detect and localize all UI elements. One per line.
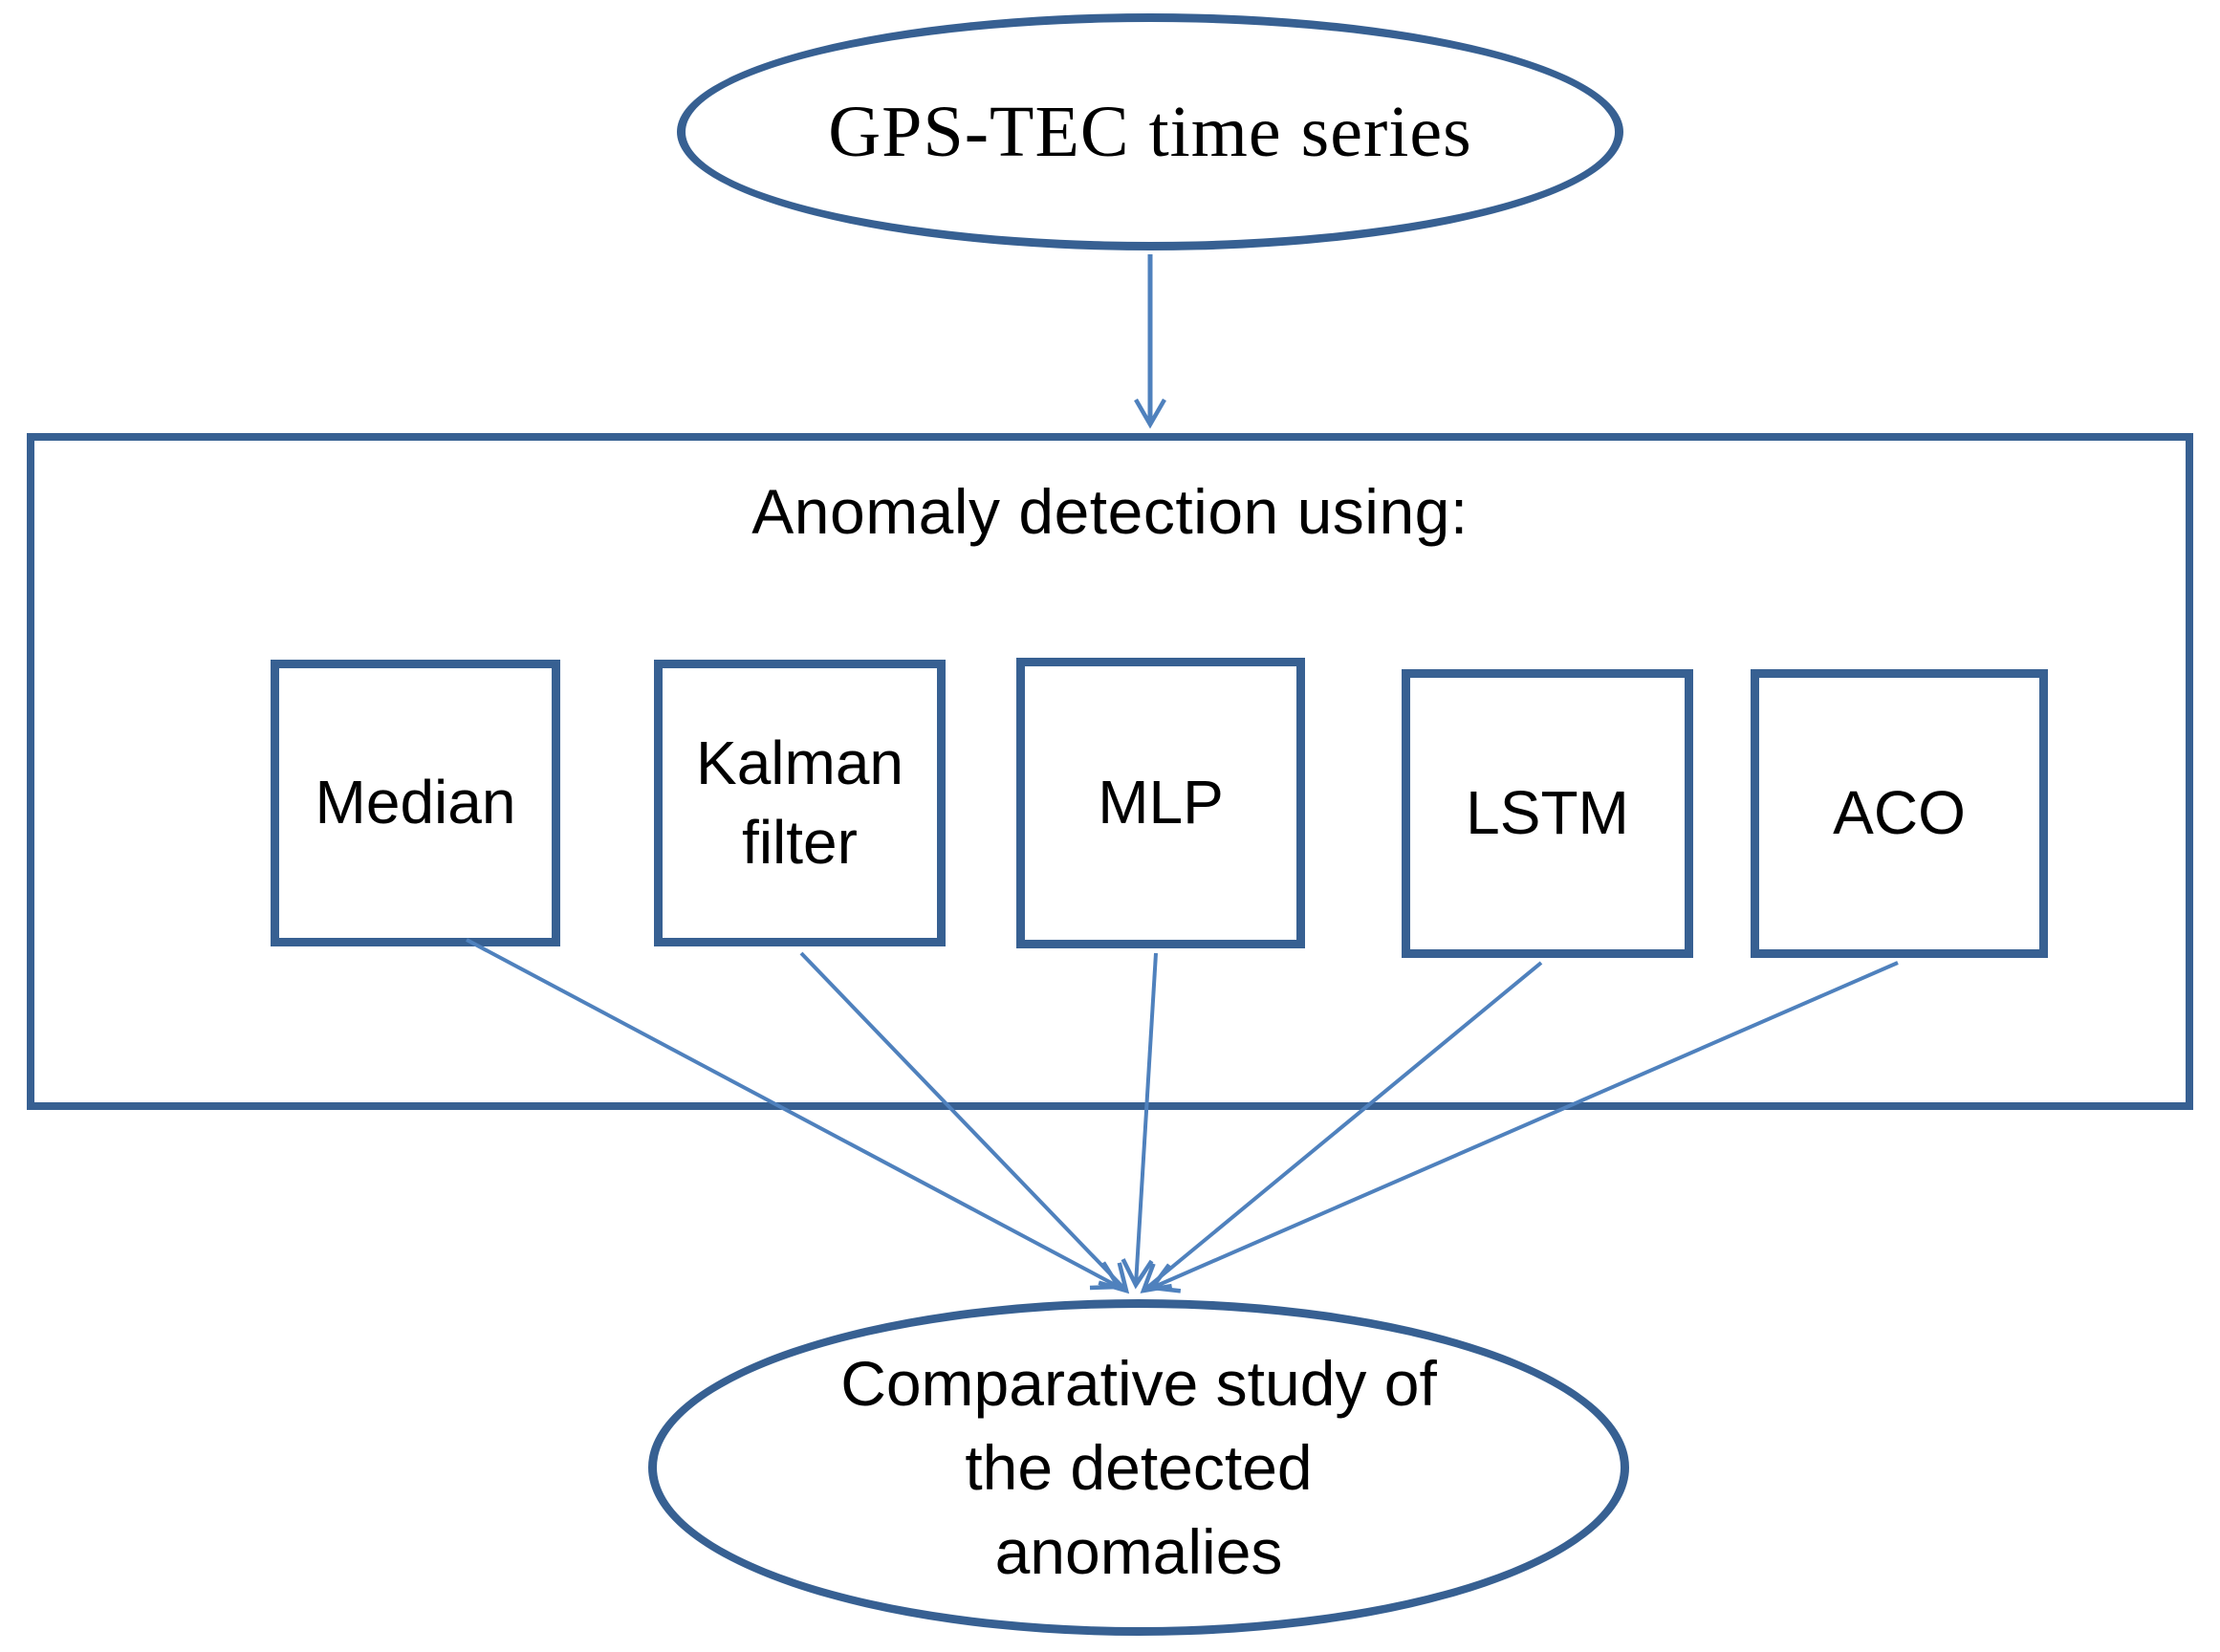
output-node-ellipse: Comparative study of the detected anomal… (648, 1299, 1629, 1636)
detection-title: Anomaly detection using: (751, 476, 1469, 547)
method-box-mlp: MLP (1016, 658, 1305, 948)
method-box-kalman-filter: Kalman filter (654, 660, 946, 946)
method-label-aco: ACO (1833, 778, 1966, 848)
input-node-label: GPS-TEC time series (828, 91, 1472, 172)
output-node-line-3: anomalies (994, 1516, 1283, 1587)
output-node-line-2: the detected (965, 1432, 1313, 1503)
method-box-median: Median (271, 660, 560, 946)
method-label-kalman-filter: Kalman filter (696, 728, 903, 877)
method-label-lstm: LSTM (1466, 778, 1629, 848)
method-label-median: Median (315, 768, 516, 837)
method-label-mlp: MLP (1098, 768, 1224, 837)
method-box-lstm: LSTM (1402, 669, 1693, 958)
method-box-aco: ACO (1751, 669, 2048, 958)
input-node-ellipse: GPS-TEC time series (677, 13, 1623, 250)
output-node-line-1: Comparative study of (840, 1348, 1437, 1419)
